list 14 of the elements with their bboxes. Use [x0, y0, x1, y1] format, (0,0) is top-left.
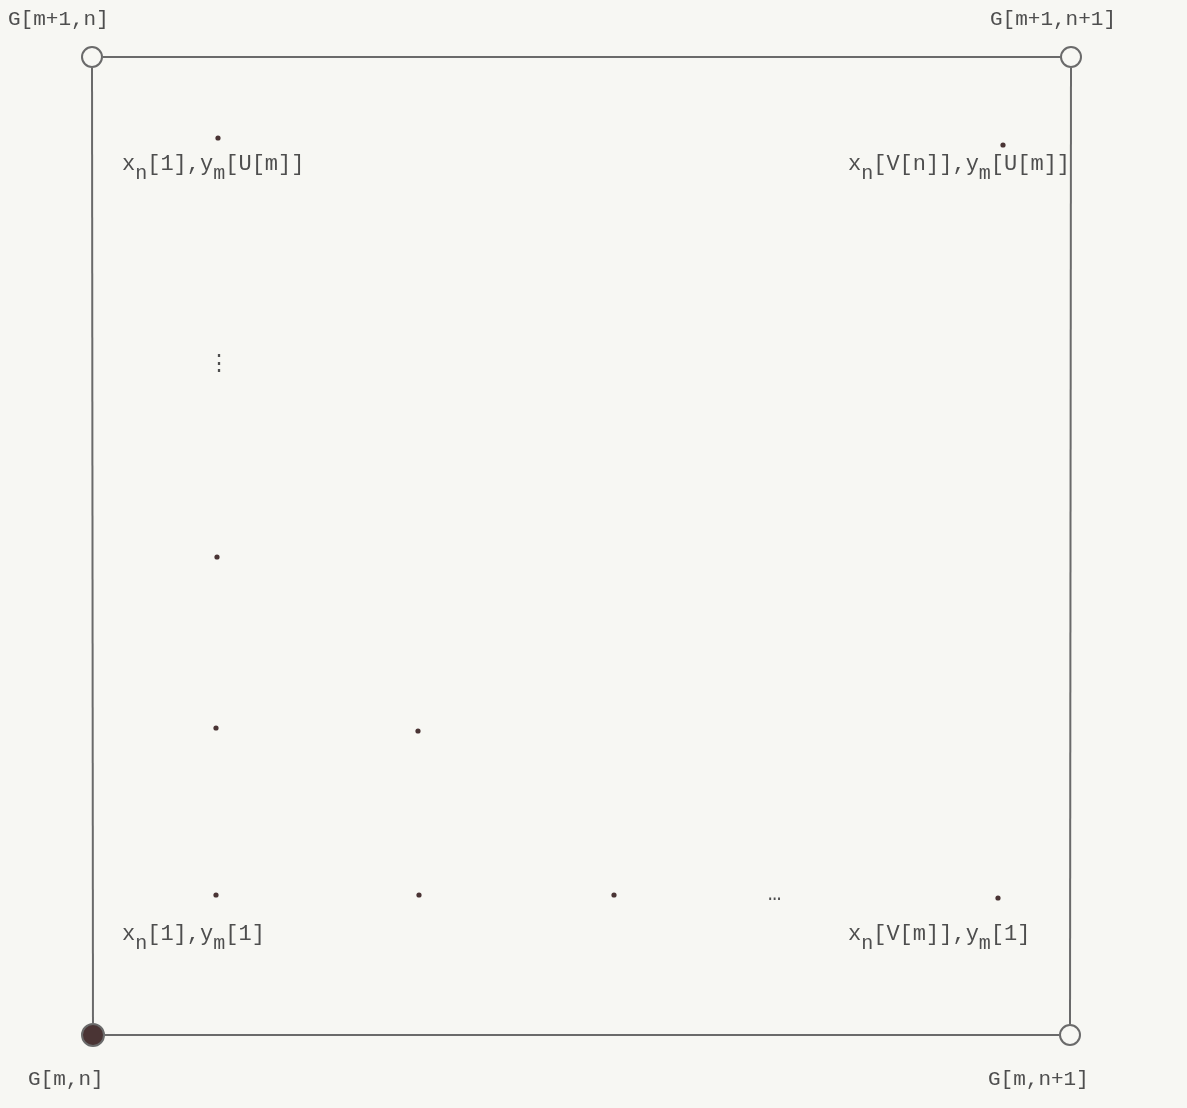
node-label: G[m+1,n] — [8, 8, 109, 31]
open-node — [1060, 46, 1082, 68]
connector-line — [102, 56, 1061, 58]
node-label: G[m,n] — [28, 1068, 104, 1091]
node-label: G[m,n+1] — [988, 1068, 1089, 1091]
horizontal-ellipsis: … — [768, 882, 782, 907]
connector-line — [104, 1034, 1060, 1036]
node-label: G[m+1,n+1] — [990, 8, 1117, 31]
open-node — [1059, 1024, 1081, 1046]
filled-node — [81, 1023, 105, 1047]
connector-line — [91, 67, 94, 1024]
connector-line — [1069, 67, 1072, 1025]
vertical-ellipsis: ⋮ — [208, 351, 230, 377]
open-node — [81, 46, 103, 68]
